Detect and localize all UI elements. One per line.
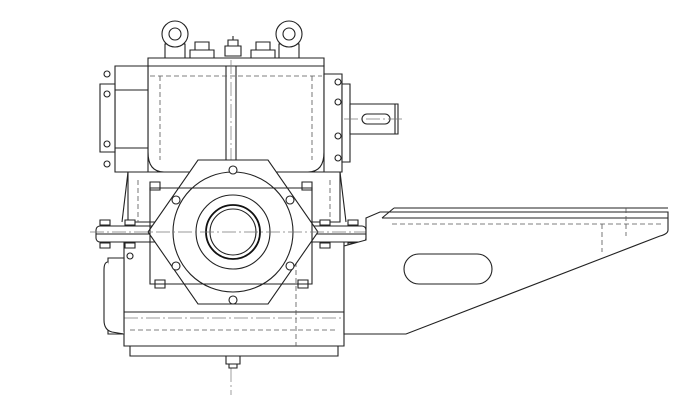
lifting-eye-right [274, 21, 304, 58]
drain-plug [226, 356, 240, 368]
right-end-cover [324, 74, 350, 172]
top-boss-left [190, 42, 214, 58]
left-side-bracket [104, 253, 133, 334]
bearing-bore [90, 195, 380, 269]
mounting-arm [344, 208, 668, 334]
left-end-cover [100, 66, 148, 172]
lifting-eye-left [160, 21, 190, 58]
top-boss-right [251, 42, 275, 58]
breather-plug [225, 36, 241, 56]
output-shaft [344, 104, 404, 134]
upper-housing [148, 58, 324, 395]
